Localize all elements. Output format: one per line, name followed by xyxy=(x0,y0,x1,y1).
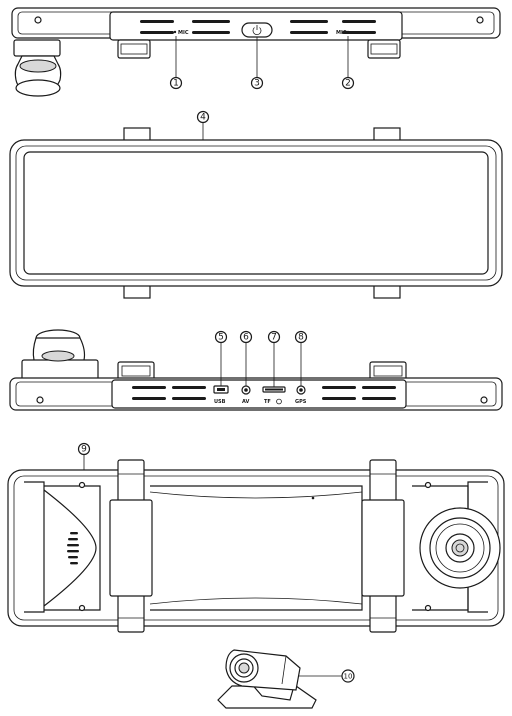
mounting-strap-right xyxy=(361,459,405,633)
av-label: AV xyxy=(242,399,250,405)
callout-3: 3 xyxy=(250,76,264,90)
tf-card-icon xyxy=(276,398,282,405)
rear-camera: 10 xyxy=(217,649,355,709)
bottom-port-panel xyxy=(111,379,407,409)
end-cap-left xyxy=(24,481,45,613)
front-camera-mount xyxy=(13,39,62,97)
speaker-grille-right xyxy=(290,20,376,34)
callout-4: 4 xyxy=(196,110,210,124)
callout-8: 8 xyxy=(294,330,308,344)
mirror-screen xyxy=(23,151,489,275)
callout-5: 5 xyxy=(214,330,228,344)
bracket-clip-left xyxy=(117,361,155,381)
bottom-view: USB AV TF GPS 5 6 7 8 xyxy=(9,329,503,411)
screw-icon xyxy=(424,481,432,489)
screw-icon xyxy=(36,396,44,404)
front-camera-mount xyxy=(21,329,99,383)
speaker-housing xyxy=(43,489,97,607)
power-icon xyxy=(252,25,262,36)
svg-text:8: 8 xyxy=(298,333,304,343)
mirror-bezel xyxy=(15,145,497,281)
callout-10: 10 xyxy=(341,669,355,683)
bracket-clip-right xyxy=(369,361,407,381)
screw-icon xyxy=(78,604,86,612)
svg-text:7: 7 xyxy=(271,333,277,343)
callout-1: 1 xyxy=(169,76,183,90)
svg-text:2: 2 xyxy=(345,79,351,89)
front-view: 4 xyxy=(9,110,503,299)
mic-hole-right xyxy=(346,30,350,34)
callout-7: 7 xyxy=(267,330,281,344)
svg-text:6: 6 xyxy=(243,333,249,343)
mic-right-label: MIC xyxy=(336,30,347,36)
callout-6: 6 xyxy=(239,330,253,344)
usb-label: USB xyxy=(214,399,226,405)
svg-text:5: 5 xyxy=(218,333,224,343)
mic-left-label: MIC xyxy=(178,30,189,36)
front-camera-lens xyxy=(419,507,501,589)
svg-text:10: 10 xyxy=(344,673,353,681)
screw-icon xyxy=(78,481,86,489)
screw-icon xyxy=(476,16,484,24)
svg-text:1: 1 xyxy=(173,79,179,89)
gps-label: GPS xyxy=(295,399,307,405)
bracket-clip-left xyxy=(117,39,151,59)
svg-text:4: 4 xyxy=(200,113,206,123)
callout-2: 2 xyxy=(341,76,355,90)
mounting-strap-left xyxy=(109,459,153,633)
svg-text:9: 9 xyxy=(81,445,87,455)
callout-9: 9 xyxy=(77,442,91,456)
tf-label: TF xyxy=(264,399,271,405)
speaker-grille-back xyxy=(67,532,79,565)
back-view: 9 xyxy=(7,442,505,633)
screw-icon xyxy=(424,604,432,612)
screw-icon xyxy=(480,396,488,404)
screw-icon xyxy=(34,16,42,24)
bracket-clip-right xyxy=(367,39,401,59)
speaker-grille-bottom xyxy=(132,386,396,400)
back-panel-left xyxy=(44,485,101,611)
top-view: MIC MIC 1 3 2 xyxy=(11,7,501,97)
svg-text:3: 3 xyxy=(254,79,260,89)
speaker-grille-left xyxy=(140,20,230,34)
mic-hole-left xyxy=(173,30,177,34)
